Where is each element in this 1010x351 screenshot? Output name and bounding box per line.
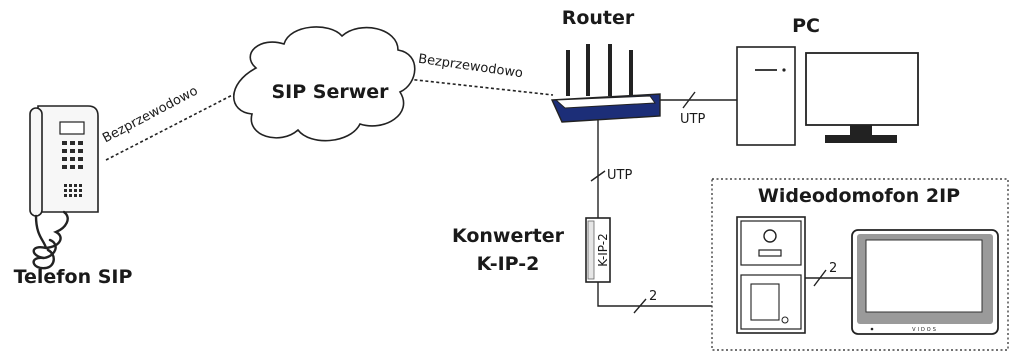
utp-slash-converter xyxy=(590,170,606,182)
converter-device-text: K-IP-2 xyxy=(596,233,610,266)
sip-phone-icon xyxy=(29,105,99,270)
two-wire-label-monitor: 2 xyxy=(829,261,837,276)
utp-slash-pc xyxy=(682,91,696,109)
sip-phone-label: Telefon SIP xyxy=(14,266,133,288)
pc-icon xyxy=(736,46,919,146)
pc-label: PC xyxy=(792,15,820,37)
router-label: Router xyxy=(562,7,635,29)
sip-server-label: SIP Serwer xyxy=(271,81,389,103)
utp-label-converter: UTP xyxy=(607,168,632,183)
two-wire-slash-converter xyxy=(633,298,647,314)
wireless-link-server-router xyxy=(397,77,554,96)
sip-server-cloud xyxy=(232,26,416,142)
monitor-brand-text: VIDOS xyxy=(912,327,938,333)
door-panel-icon xyxy=(736,216,806,334)
two-wire-label-converter: 2 xyxy=(649,289,657,304)
wireless-link-phone-server xyxy=(105,87,247,161)
two-wire-link-converter-panel xyxy=(597,282,712,307)
utp-label-pc: UTP xyxy=(680,112,705,127)
wireless-label-router: Bezprzewodowo xyxy=(417,52,524,82)
two-wire-slash-monitor xyxy=(813,269,827,287)
converter-label-line2: K-IP-2 xyxy=(477,253,540,275)
router-icon xyxy=(550,44,661,123)
videointercom-label: Wideodomofon 2IP xyxy=(758,185,960,207)
converter-device-icon xyxy=(585,217,611,283)
converter-label-line1: Konwerter xyxy=(452,225,565,247)
monitor-icon xyxy=(851,229,999,335)
